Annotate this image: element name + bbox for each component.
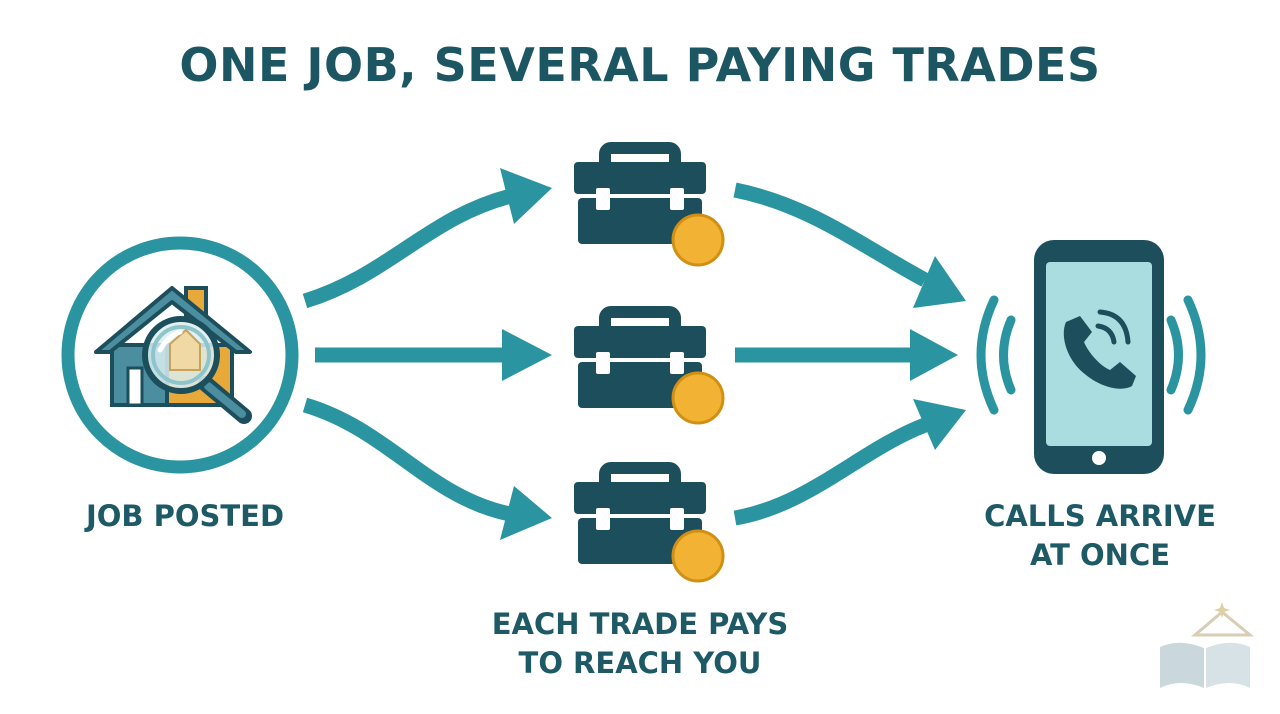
job-posted-label: JOB POSTED	[40, 497, 330, 536]
arrow-trade-bottom-to-phone	[733, 418, 928, 526]
arrowheads-to-phone	[910, 256, 966, 450]
house-magnifier-icon	[61, 236, 299, 474]
page-title: ONE JOB, SEVERAL PAYING TRADES	[179, 38, 1101, 92]
toolbox-coin-icon	[574, 462, 725, 583]
arrowhead-phone-middle	[910, 329, 958, 381]
arrowhead-trade-top	[500, 168, 552, 224]
arrowhead-phone-bottom	[913, 399, 966, 450]
toolbox-coin-icon	[574, 306, 725, 425]
arrowhead-trade-middle	[502, 329, 552, 381]
arrowhead-phone-top	[913, 256, 966, 308]
arrow-trade-top-to-phone	[733, 182, 929, 287]
arrows-to-trades	[302, 187, 517, 523]
trade-pays-label-line-1: EACH TRADE PAYS	[491, 607, 789, 641]
trade-pays-label: EACH TRADE PAYS TO REACH YOU	[450, 605, 830, 683]
toolbox-middle	[574, 306, 725, 425]
toolbox-bottom	[574, 462, 725, 583]
calls-arrive-label-line-2: AT ONCE	[1029, 538, 1171, 572]
calls-arrive-label-line-1: CALLS ARRIVE	[984, 499, 1216, 533]
arrowhead-trade-bottom	[500, 486, 552, 540]
toolbox-coin-icon	[574, 142, 725, 267]
toolbox-top	[574, 142, 725, 267]
arrow-source-to-trade-bottom	[302, 397, 517, 523]
arrowheads-to-trades	[500, 168, 552, 540]
arrow-source-to-trade-top	[302, 187, 517, 309]
trade-pays-label-line-2: TO REACH YOU	[518, 646, 762, 680]
ringing-phone-icon	[976, 240, 1206, 474]
brand-logo-icon	[1160, 602, 1255, 688]
calls-arrive-label: CALLS ARRIVE AT ONCE	[960, 497, 1240, 575]
arrows-to-phone	[733, 182, 929, 526]
job-posted-label-text: JOB POSTED	[85, 499, 285, 533]
